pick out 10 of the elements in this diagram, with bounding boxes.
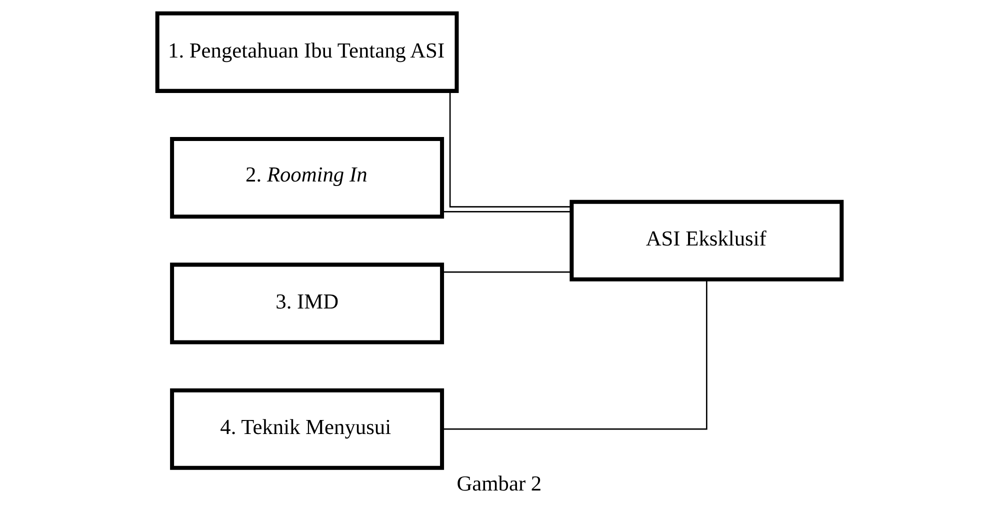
connector xyxy=(442,211,572,212)
connector xyxy=(442,280,707,430)
node-box: 1. Pengetahuan Ibu Tentang ASI xyxy=(154,11,458,93)
caption: Gambar 2 xyxy=(456,471,542,496)
connector xyxy=(448,91,572,208)
node-box: ASI Eksklusif xyxy=(569,200,844,282)
connector xyxy=(442,271,572,273)
node-box: 4. Teknik Menyusui xyxy=(170,388,444,470)
node-box: 2. Rooming In xyxy=(170,137,444,219)
node-box: 3. IMD xyxy=(170,262,444,344)
